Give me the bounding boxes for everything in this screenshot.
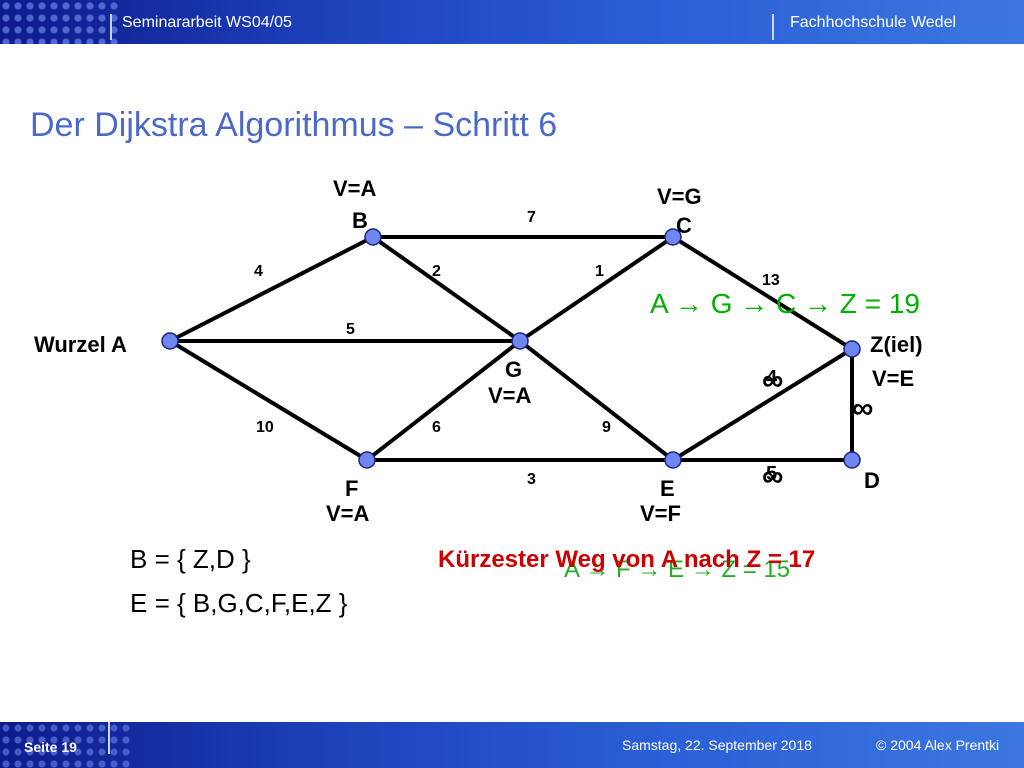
set-e-line: E = { B,G,C,F,E,Z } bbox=[130, 588, 348, 618]
edge-weight-f-e: 3 bbox=[527, 471, 536, 488]
node-label-g: G bbox=[505, 357, 522, 382]
node-a bbox=[161, 332, 179, 350]
graph-edges bbox=[168, 235, 854, 462]
infinity-mark-ez: ∞ bbox=[762, 364, 783, 397]
footer-copyright: © 2004 Alex Prentki bbox=[876, 737, 1000, 753]
node-pred-b: V=A bbox=[333, 176, 377, 201]
node-label-b: B bbox=[352, 208, 368, 233]
node-label-f: F bbox=[345, 476, 358, 501]
graph-nodes bbox=[161, 228, 861, 469]
shortest-path-result: Kürzester Weg von A nach Z = 17 bbox=[438, 546, 816, 573]
path-behind-result: A → F → E → Z = 15 bbox=[564, 556, 791, 583]
edge-weight-b-g: 2 bbox=[432, 263, 441, 280]
infinity-mark-zd: ∞ bbox=[852, 392, 873, 425]
node-pred-f: V=A bbox=[326, 501, 370, 526]
node-labels: Wurzel ABV=ACV=GGV=AZ(iel)V=EFV=AEV=FD bbox=[34, 176, 923, 526]
node-label-d: D bbox=[864, 468, 880, 493]
path-near-target: A → G → C → Z = 19 bbox=[650, 288, 920, 319]
header-school-text: Fachhochschule Wedel bbox=[790, 14, 957, 31]
node-label-e: E bbox=[660, 476, 675, 501]
header-divider-left bbox=[110, 14, 112, 40]
edge-weight-c-z: 13 bbox=[762, 272, 780, 289]
node-label-z: Z(iel) bbox=[870, 332, 923, 357]
edge-weight-b-c: 7 bbox=[527, 209, 536, 226]
edge-weights: 4 5 10 7 2 1 13 6 9 3 4 5 bbox=[254, 209, 780, 488]
node-pred-g: V=A bbox=[488, 383, 532, 408]
node-pred-c: V=G bbox=[657, 184, 702, 209]
footer-divider bbox=[108, 722, 110, 754]
node-g bbox=[511, 332, 529, 350]
header-dot-pattern bbox=[0, 0, 120, 44]
node-c bbox=[664, 228, 682, 246]
node-pred-z: V=E bbox=[872, 366, 914, 391]
header-bar: Seminararbeit WS04/05 Fachhochschule Wed… bbox=[0, 0, 1024, 44]
edge-weight-a-g: 5 bbox=[346, 321, 355, 338]
node-e bbox=[664, 451, 682, 469]
slide-title: Der Dijkstra Algorithmus – Schritt 6 bbox=[30, 106, 558, 144]
edge-weight-g-f: 6 bbox=[432, 419, 441, 436]
footer-bar: Seite 19 Samstag, 22. September 2018 © 2… bbox=[0, 722, 1024, 768]
header-divider-right bbox=[772, 14, 774, 40]
node-f bbox=[358, 451, 376, 469]
node-b bbox=[364, 228, 382, 246]
node-label-c: C bbox=[676, 213, 692, 238]
edge-g-f bbox=[365, 339, 522, 462]
edge-weight-a-f: 10 bbox=[256, 419, 274, 436]
edge-a-b bbox=[169, 235, 374, 343]
edge-weight-g-c: 1 bbox=[595, 263, 604, 280]
infinity-mark-ed: ∞ bbox=[762, 460, 783, 493]
header-seminar-text: Seminararbeit WS04/05 bbox=[122, 14, 292, 31]
edge-e-z bbox=[671, 347, 854, 462]
edge-c-z bbox=[671, 235, 854, 351]
page-number: Seite 19 bbox=[24, 739, 77, 755]
edge-b-g bbox=[371, 235, 522, 343]
node-d bbox=[843, 451, 861, 469]
edge-weight-e-z: 4 bbox=[766, 367, 778, 389]
node-label-a: Wurzel A bbox=[34, 332, 127, 357]
footer-date: Samstag, 22. September 2018 bbox=[622, 737, 812, 753]
edge-weight-a-b: 4 bbox=[254, 263, 263, 280]
edge-g-c bbox=[518, 235, 675, 343]
set-b-line: B = { Z,D } bbox=[130, 544, 251, 574]
edge-weight-g-e: 9 bbox=[602, 419, 611, 436]
edge-a-f bbox=[168, 339, 369, 462]
node-pred-e: V=F bbox=[640, 501, 681, 526]
edge-g-e bbox=[518, 339, 675, 462]
edge-weight-e-d: 5 bbox=[766, 463, 777, 485]
node-z bbox=[843, 340, 861, 358]
